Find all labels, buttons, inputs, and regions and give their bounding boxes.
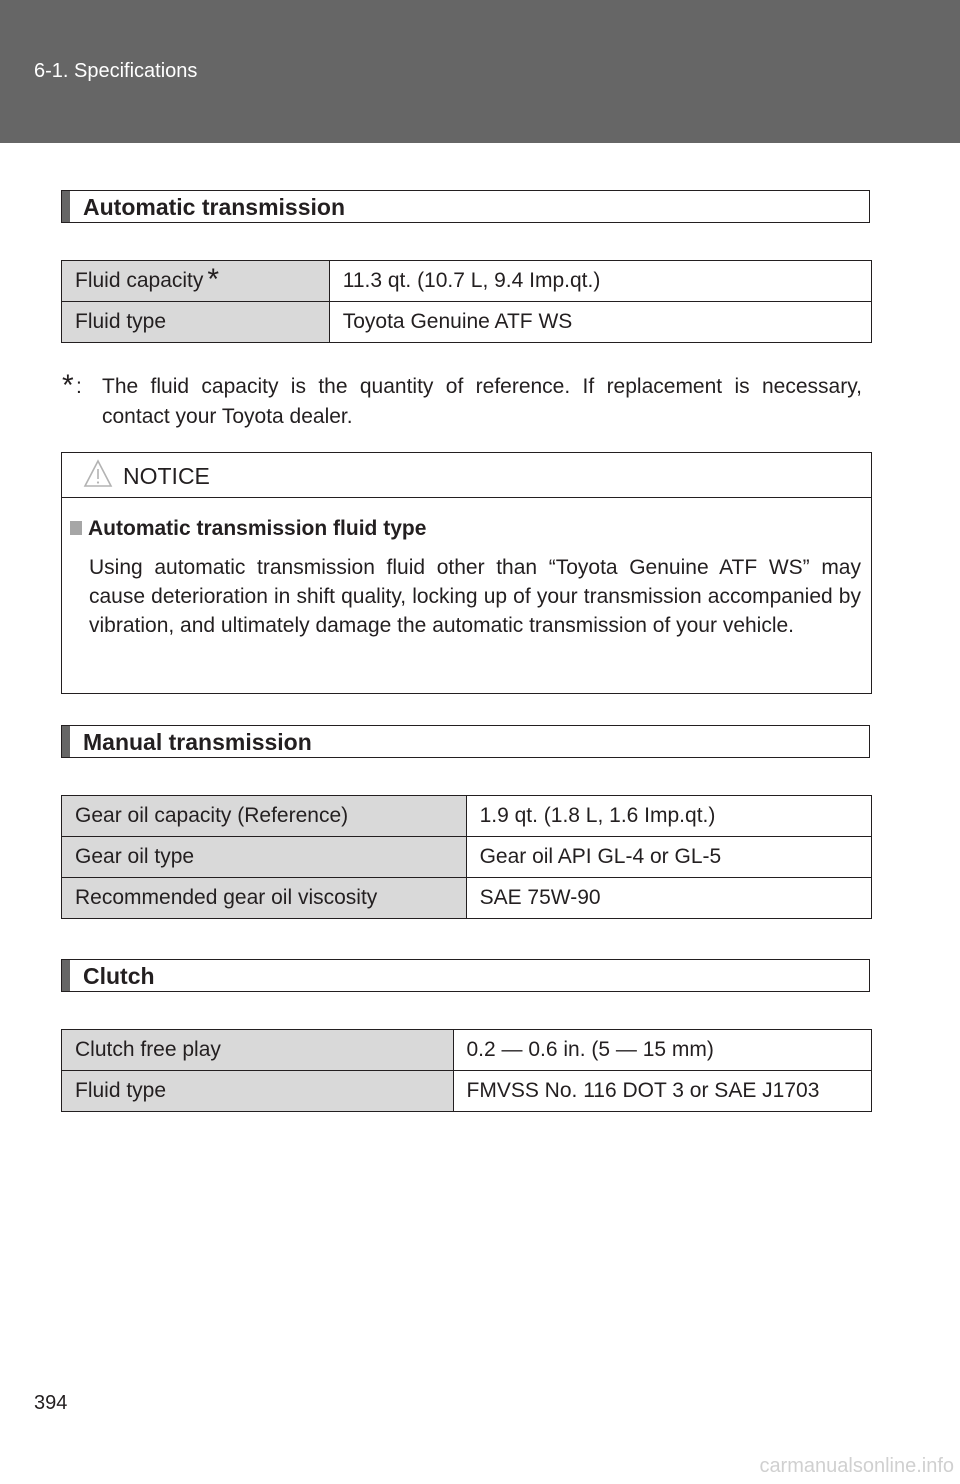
spec-label: Fluid type bbox=[61, 1070, 454, 1112]
spec-value: FMVSS No. 116 DOT 3 or SAE J1703 bbox=[452, 1070, 872, 1112]
heading-title: Manual transmission bbox=[83, 729, 312, 755]
spec-label: Recommended gear oil viscosity bbox=[61, 877, 467, 919]
table-row: Fluid type FMVSS No. 116 DOT 3 or SAE J1… bbox=[61, 1070, 872, 1112]
notice-body: Using automatic transmission fluid other… bbox=[89, 556, 861, 637]
footnote: * : The fluid capacity is the quantity o… bbox=[62, 369, 862, 432]
table-row: Clutch free play 0.2 — 0.6 in. (5 — 15 m… bbox=[61, 1029, 872, 1071]
notice-header: NOTICE bbox=[62, 453, 871, 498]
spec-value: SAE 75W-90 bbox=[465, 877, 873, 919]
spec-value: Toyota Genuine ATF WS bbox=[328, 301, 873, 343]
heading-bar bbox=[62, 726, 70, 757]
page-number: 394 bbox=[34, 1392, 68, 1414]
section-title: 6-1. Specifications bbox=[34, 60, 198, 82]
table-row: Fluid capacity* 11.3 qt. (10.7 L, 9.4 Im… bbox=[61, 260, 873, 302]
spec-label: Gear oil type bbox=[61, 836, 467, 878]
heading-title: Automatic transmission bbox=[83, 194, 345, 220]
spec-value: 0.2 — 0.6 in. (5 — 15 mm) bbox=[452, 1029, 872, 1071]
automatic-transmission-table: Fluid capacity* 11.3 qt. (10.7 L, 9.4 Im… bbox=[61, 260, 873, 343]
spec-label: Fluid capacity* bbox=[61, 260, 330, 302]
automatic-transmission-heading: Automatic transmission bbox=[61, 190, 870, 223]
table-row: Gear oil type Gear oil API GL-4 or GL-5 bbox=[61, 836, 873, 878]
notice-box: NOTICE Automatic transmission fluid type… bbox=[61, 452, 872, 694]
footnote-marker: * bbox=[62, 369, 74, 402]
spec-label: Fluid type bbox=[61, 301, 330, 343]
table-row: Fluid type Toyota Genuine ATF WS bbox=[61, 301, 873, 343]
table-row: Gear oil capacity (Reference) 1.9 qt. (1… bbox=[61, 795, 873, 837]
footnote-text: The fluid capacity is the quantity of re… bbox=[102, 375, 862, 428]
page-header: 6-1. Specifications bbox=[0, 0, 960, 143]
warning-triangle-icon bbox=[83, 459, 113, 487]
table-row: Recommended gear oil viscosity SAE 75W-9… bbox=[61, 877, 873, 919]
heading-title: Clutch bbox=[83, 963, 155, 989]
footnote-colon: : bbox=[76, 375, 82, 398]
spec-value: 1.9 qt. (1.8 L, 1.6 Imp.qt.) bbox=[465, 795, 873, 837]
spec-value: 11.3 qt. (10.7 L, 9.4 Imp.qt.) bbox=[328, 260, 873, 302]
notice-subheading: Automatic transmission fluid type bbox=[70, 517, 426, 541]
heading-bar bbox=[62, 960, 70, 991]
heading-bar bbox=[62, 191, 70, 222]
manual-transmission-table: Gear oil capacity (Reference) 1.9 qt. (1… bbox=[61, 795, 873, 919]
asterisk-marker: * bbox=[207, 263, 220, 296]
square-bullet-icon bbox=[70, 521, 82, 535]
watermark: carmanualsonline.info bbox=[759, 1455, 954, 1477]
spec-value: Gear oil API GL-4 or GL-5 bbox=[465, 836, 873, 878]
notice-title: NOTICE bbox=[123, 463, 210, 489]
manual-transmission-heading: Manual transmission bbox=[61, 725, 870, 758]
spec-label: Clutch free play bbox=[61, 1029, 454, 1071]
clutch-heading: Clutch bbox=[61, 959, 870, 992]
clutch-table: Clutch free play 0.2 — 0.6 in. (5 — 15 m… bbox=[61, 1029, 872, 1112]
spec-label: Gear oil capacity (Reference) bbox=[61, 795, 467, 837]
